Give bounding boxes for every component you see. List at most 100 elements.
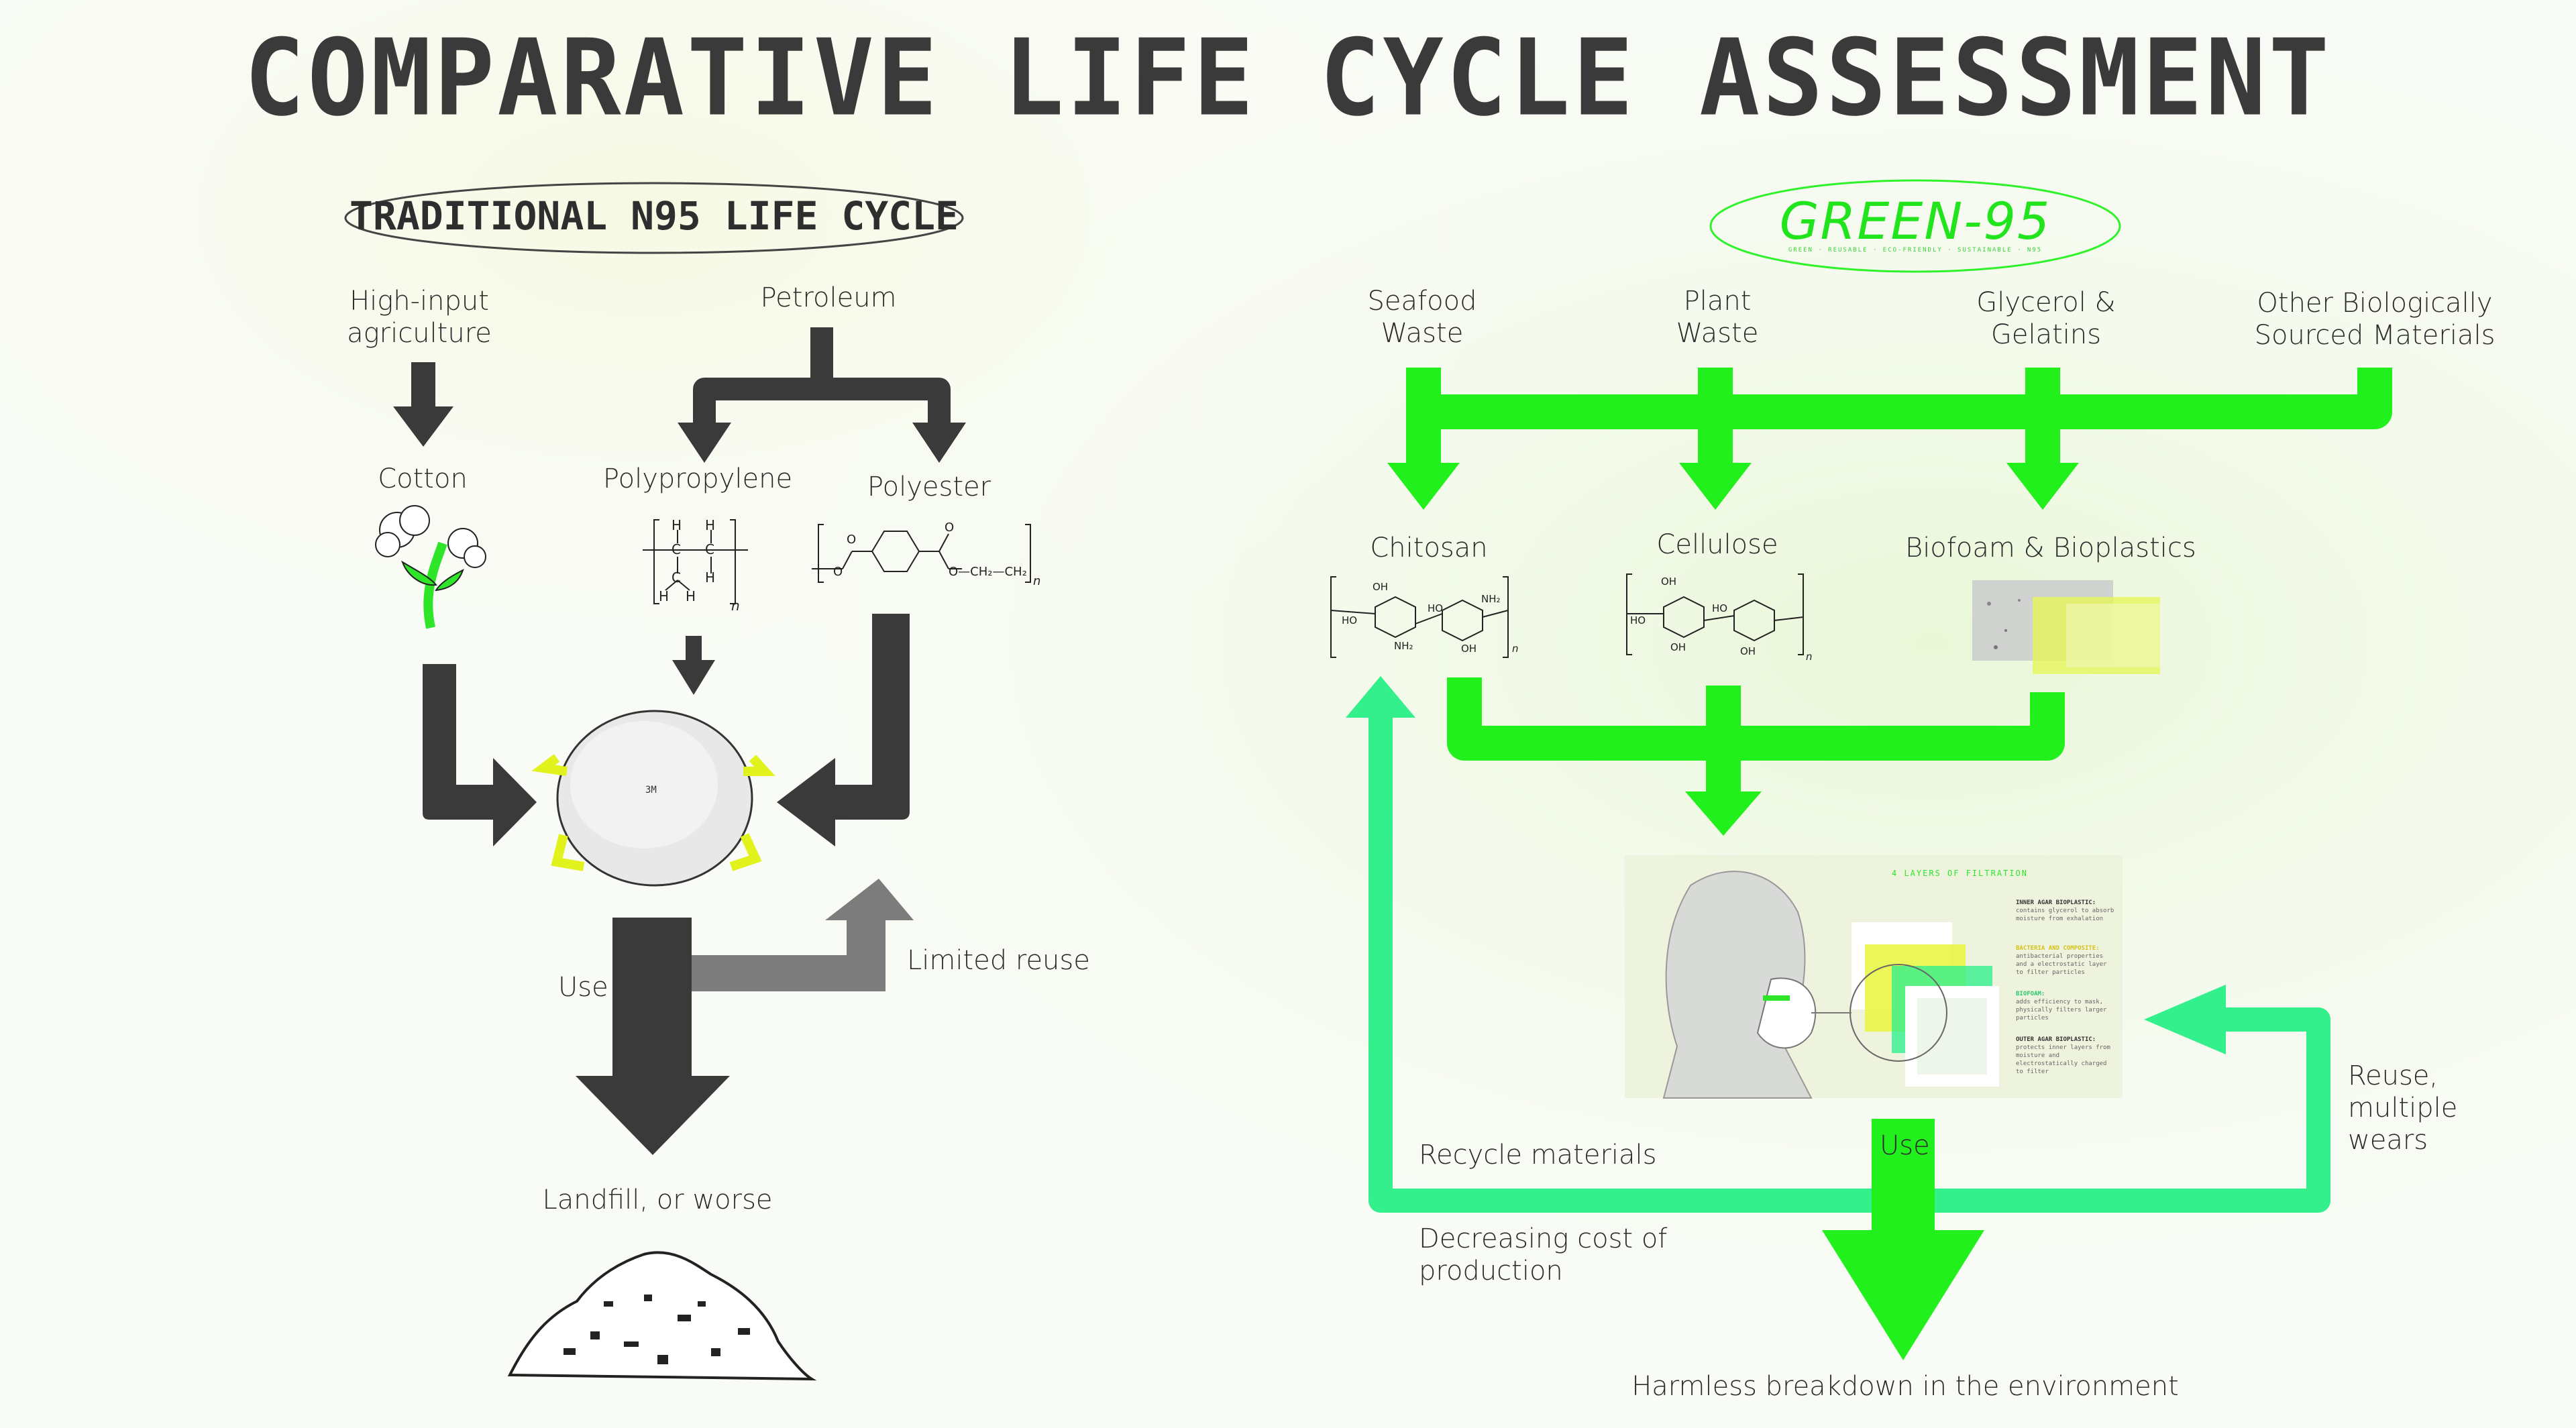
harmless-breakdown-label: Harmless breakdown in the environment xyxy=(1631,1371,2179,1402)
source-other-line2: Sourced Materials xyxy=(2254,320,2496,351)
green-use-label: Use xyxy=(1880,1130,1930,1161)
material-polyester: Polyester xyxy=(867,472,991,502)
reuse-line1: Reuse, xyxy=(2348,1060,2438,1091)
source-plant: Plant Waste xyxy=(1630,285,1805,349)
svg-text:OH: OH xyxy=(1661,575,1676,588)
material-cellulose: Cellulose xyxy=(1656,529,1778,560)
svg-text:C: C xyxy=(705,541,714,557)
source-petroleum: Petroleum xyxy=(760,282,897,313)
source-seafood-line2: Waste xyxy=(1381,318,1464,349)
source-agriculture-line2: agriculture xyxy=(347,318,492,349)
filtration-layer-name: BIOFOAM: xyxy=(2016,991,2045,997)
reuse-line3: wears xyxy=(2348,1125,2428,1156)
svg-text:H: H xyxy=(659,588,669,604)
svg-text:HO: HO xyxy=(1630,614,1646,626)
source-glycerol: Glycerol & Gelatins xyxy=(1952,286,2140,351)
svg-text:n: n xyxy=(731,598,740,614)
landfill-debris xyxy=(564,1295,750,1364)
svg-text:n: n xyxy=(1512,643,1519,655)
decreasing-cost-label: Decreasing cost of production xyxy=(1419,1223,1667,1287)
arrow-green-source-heads xyxy=(1387,463,2079,510)
filtration-layer-name: OUTER AGAR BIOPLASTIC: xyxy=(2016,1036,2096,1043)
svg-text:C: C xyxy=(672,541,681,557)
filtration-layer-desc: adds efficiency to mask, physically filt… xyxy=(2016,999,2107,1022)
filtration-layer: BACTERIA AND COMPOSITE: antibacterial pr… xyxy=(2016,944,2116,977)
svg-text:NH₂: NH₂ xyxy=(1481,593,1501,605)
traditional-heading-pill xyxy=(344,182,964,254)
filtration-layer-desc: contains glycerol to absorb moisture fro… xyxy=(2016,908,2114,922)
svg-text:n: n xyxy=(1806,651,1813,663)
svg-text:O: O xyxy=(833,565,843,579)
biofoam-swatches xyxy=(1972,580,2160,674)
material-polypropylene: Polypropylene xyxy=(602,463,793,494)
arrow-polypropylene-to-mask xyxy=(672,636,715,695)
polyester-structure xyxy=(812,524,1031,583)
svg-text:O: O xyxy=(847,533,856,547)
cellulose-atoms: OH HO OH HO OH n xyxy=(1630,575,1813,663)
n95-mask-illustration xyxy=(531,710,775,887)
filtration-layer-name: BACTERIA AND COMPOSITE: xyxy=(2016,945,2100,952)
arrow-green-merge-head xyxy=(1685,791,1762,836)
svg-text:HO: HO xyxy=(1428,602,1443,614)
polypropylene-structure xyxy=(643,519,748,604)
arrow-polyester-to-mask xyxy=(777,614,910,846)
reuse-multiple-label: Reuse, multiple wears xyxy=(2348,1060,2457,1156)
page-title: COMPARATIVE LIFE CYCLE ASSESSMENT xyxy=(244,17,2332,140)
filtration-layer: OUTER AGAR BIOPLASTIC: protects inner la… xyxy=(2016,1036,2116,1076)
source-seafood-line1: Seafood xyxy=(1367,286,1477,317)
arrow-agriculture-to-cotton xyxy=(393,362,453,447)
material-biofoam: Biofoam & Bioplastics xyxy=(1905,533,2196,563)
svg-text:H: H xyxy=(705,517,715,533)
traditional-use-label: Use xyxy=(558,972,608,1003)
recycle-materials-label: Recycle materials xyxy=(1419,1140,1657,1170)
chitosan-structure xyxy=(1330,576,1509,658)
source-agriculture-line1: High-input xyxy=(350,286,489,317)
green95-logo: GREEN-95 xyxy=(1779,191,2051,251)
source-plant-line2: Waste xyxy=(1676,318,1759,349)
filtration-layer-desc: protects inner layers from moisture and … xyxy=(2016,1044,2110,1075)
svg-text:OH: OH xyxy=(1740,645,1756,657)
svg-text:H: H xyxy=(705,569,715,586)
filtration-title: 4 LAYERS OF FILTRATION xyxy=(1892,869,2028,878)
svg-text:O: O xyxy=(945,520,954,535)
cotton-plant-illustration xyxy=(375,505,486,629)
decreasing-cost-line2: production xyxy=(1419,1256,1563,1286)
svg-text:C: C xyxy=(672,569,681,586)
svg-text:H: H xyxy=(672,517,682,533)
svg-text:H: H xyxy=(686,588,696,604)
svg-text:OH: OH xyxy=(1670,641,1686,653)
green95-tagline: GREEN · REUSABLE · ECO-FRIENDLY · SUSTAI… xyxy=(1788,247,2043,254)
arrow-use-to-breakdown xyxy=(1822,1119,1984,1360)
arrow-recycle-loop xyxy=(1368,711,2330,1213)
source-glycerol-line2: Gelatins xyxy=(1990,319,2102,350)
arrow-green-merge xyxy=(1447,677,2065,791)
svg-text:HO: HO xyxy=(1712,602,1727,614)
mask-brand: 3M xyxy=(645,785,657,795)
source-glycerol-line1: Glycerol & xyxy=(1976,287,2116,318)
arrow-reuse-head xyxy=(2144,985,2226,1054)
filtration-layer-desc: antibacterial properties and a electrost… xyxy=(2016,953,2107,976)
source-other: Other Biologically Sourced Materials xyxy=(2234,287,2516,351)
polyester-atoms: O O O O—CH₂—CH₂ n xyxy=(833,520,1040,588)
limited-reuse-label: Limited reuse xyxy=(907,945,1090,976)
svg-text:n: n xyxy=(1033,574,1040,588)
green95-logo-pill xyxy=(1709,179,2121,273)
arrow-cotton-to-mask xyxy=(423,664,537,846)
source-other-line1: Other Biologically xyxy=(2257,288,2493,319)
svg-text:OH: OH xyxy=(1461,643,1477,655)
filtration-layers: INNER AGAR BIOPLASTIC: contains glycerol… xyxy=(2016,899,2116,1076)
traditional-heading: TRADITIONAL N95 LIFE CYCLE xyxy=(350,193,959,239)
source-agriculture: High-input agriculture xyxy=(335,285,503,349)
material-chitosan: Chitosan xyxy=(1370,533,1488,563)
filtration-layer: BIOFOAM: adds efficiency to mask, physic… xyxy=(2016,990,2116,1022)
svg-text:NH₂: NH₂ xyxy=(1394,640,1413,652)
source-plant-line1: Plant xyxy=(1683,286,1752,317)
filtration-layer: INNER AGAR BIOPLASTIC: contains glycerol… xyxy=(2016,899,2116,923)
source-seafood: Seafood Waste xyxy=(1335,285,1509,349)
arrow-limited-reuse xyxy=(683,879,914,991)
landfill-label: Landfill, or worse xyxy=(542,1185,773,1215)
arrow-petroleum-branch xyxy=(693,327,951,429)
